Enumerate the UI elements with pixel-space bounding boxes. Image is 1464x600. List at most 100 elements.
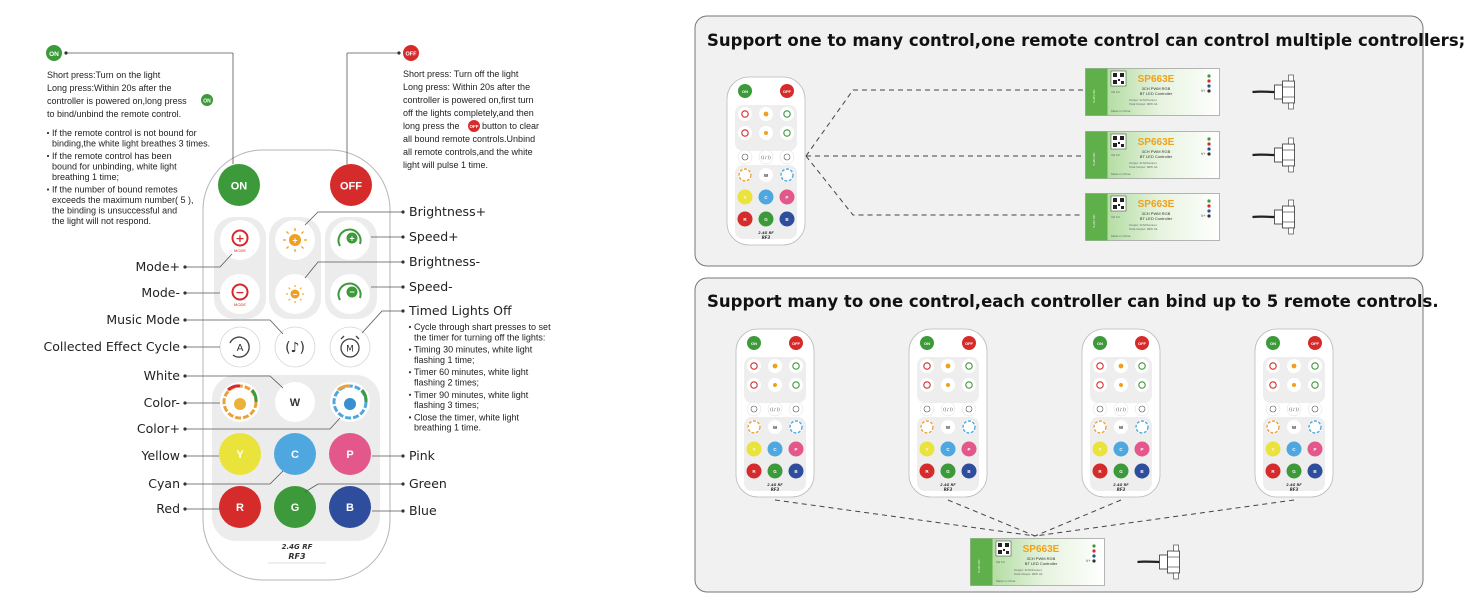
sun-small-core — [290, 289, 300, 299]
off-inline-badge — [468, 120, 480, 132]
sun-minus-glyph: − — [293, 290, 298, 299]
speed-plus-glyph: + — [349, 234, 354, 244]
label-pink: Pink — [409, 448, 436, 463]
link-bottom-4 — [1034, 499, 1295, 537]
mode-minus-button[interactable] — [220, 274, 260, 314]
on-button[interactable] — [218, 164, 260, 206]
speed-plus-core — [346, 232, 358, 244]
off-note-line4: off the lights completely,and then — [403, 108, 534, 118]
yellow-button-label: Y — [236, 449, 244, 461]
on-note-bullet-text: If the remote control is not bound for — [52, 128, 197, 138]
off-note: OFF Short press: Turn off the light Long… — [346, 45, 539, 170]
pink-button[interactable] — [329, 433, 371, 475]
white-button-label: W — [290, 397, 301, 409]
timer-bell-right — [355, 335, 360, 340]
off-button[interactable] — [330, 164, 372, 206]
timer-note-bullet-text: Timer 60 minutes, white light — [414, 367, 529, 377]
timer-note-bullet-text: flashing 2 times; — [414, 378, 479, 388]
on-note-bullet-dot — [46, 131, 50, 135]
off-note-line7: all remote controls,and the white — [403, 147, 533, 157]
bottom-remote-3 — [1081, 328, 1161, 498]
green-button-label: G — [291, 502, 300, 514]
panel-many-to-one: Support many to one control,each control… — [694, 277, 1439, 593]
on-note-bullet-text: the light will not respond. — [52, 216, 151, 226]
on-note-line2: Long press:Within 20s after the — [47, 83, 172, 93]
timed-off-button[interactable] — [329, 326, 371, 368]
main-remote: ON OFF + MODE + + − MODE — [202, 149, 391, 581]
music-note-icon: (♪) — [285, 340, 305, 356]
label-white: White — [144, 368, 181, 383]
label-yellow: Yellow — [141, 448, 180, 463]
off-note-line2: Long press: Within 20s after the — [403, 82, 530, 92]
red-button[interactable] — [219, 486, 261, 528]
on-note-bullet-text: If the remote control has been — [52, 151, 172, 161]
link-top-1 — [805, 89, 1083, 157]
panel-bottom-title: Support many to one control,each control… — [707, 292, 1439, 311]
mode-plus-button[interactable] — [220, 220, 260, 260]
speed-plus-icon — [337, 228, 362, 247]
wheel-right-green — [360, 389, 368, 403]
remote-brand-top: 2.4G RF — [282, 543, 313, 551]
off-note-line1: Short press: Turn off the light — [403, 69, 519, 79]
bottom-controller — [970, 538, 1105, 586]
on-note-bullets: If the remote control is not bound forbi… — [46, 128, 210, 226]
off-note-line8: light will pulse 1 time. — [403, 160, 488, 170]
white-button[interactable] — [275, 382, 315, 422]
yellow-button[interactable] — [219, 433, 261, 475]
label-collected-cycle: Collected Effect Cycle — [44, 339, 181, 354]
wheel-right-orange — [337, 384, 351, 392]
on-note-line3: controller is powered on,long press — [47, 96, 187, 106]
on-note-bullet-dot — [46, 154, 50, 158]
sun-small-icon — [286, 285, 304, 303]
timer-icon — [340, 338, 360, 358]
label-mode-minus: Mode- — [141, 285, 180, 300]
green-button[interactable] — [274, 486, 316, 528]
label-color-minus: Color- — [144, 395, 180, 410]
label-brightness-minus: Brightness- — [409, 254, 480, 269]
timer-note-bullet-dot — [408, 416, 412, 419]
bottom-remote-2 — [908, 328, 988, 498]
music-mode-button[interactable] — [274, 326, 316, 368]
timer-note-bullet-text: the timer for turning off the lights: — [414, 332, 545, 342]
cyan-button[interactable] — [274, 433, 316, 475]
mode-plus-sub: MODE — [234, 248, 246, 253]
off-button-label: OFF — [340, 181, 362, 193]
leader-green — [304, 483, 403, 493]
leader-mode-plus — [185, 253, 233, 268]
mode-plus-icon — [231, 229, 249, 247]
timer-glyph: M — [346, 345, 354, 355]
blue-button[interactable] — [329, 486, 371, 528]
leader-brightness-minus — [304, 261, 403, 279]
panel-top-title: Support one to many control,one remote c… — [707, 31, 1464, 50]
link-top-3 — [805, 155, 1083, 216]
on-note-bullet-text: exceeds the maximum number( 5 ), — [52, 195, 194, 205]
sun-plus-glyph: + — [292, 236, 297, 246]
leader-color-plus — [185, 417, 341, 430]
off-note-line3: controller is powered on,first turn — [403, 95, 534, 105]
on-note-bullet-text: If the number of bound remotes — [52, 185, 178, 195]
label-speed-plus: Speed+ — [409, 229, 459, 244]
leader-cyan — [185, 470, 284, 485]
mode-minus-glyph: − — [235, 286, 244, 299]
top-remote — [726, 76, 806, 246]
off-note-badge-label: OFF — [406, 52, 418, 58]
right-labels: Brightness+ Speed+ Brightness- Speed- Ti… — [304, 204, 551, 518]
speed-minus-glyph: − — [349, 287, 354, 297]
sun-large-icon — [283, 228, 307, 252]
panel-bottom-bg — [694, 277, 1424, 593]
sun-large-core — [289, 234, 301, 246]
wheel-left-green — [250, 389, 258, 403]
on-inline-badge-label: ON — [203, 99, 211, 105]
off-note-line5b: button to clear — [482, 121, 539, 131]
speed-minus-icon — [337, 282, 362, 301]
off-note-line5a: long press the — [403, 121, 460, 131]
on-inline-badge — [201, 94, 213, 106]
on-note-bullet-text: the binding is unsuccessful and — [52, 206, 177, 216]
panel-top-bg — [694, 15, 1424, 267]
mode-minus-sub: MODE — [234, 302, 246, 307]
label-color-plus: Color+ — [137, 421, 180, 436]
label-cyan: Cyan — [148, 476, 180, 491]
label-blue: Blue — [409, 503, 437, 518]
leader-music-mode — [185, 319, 284, 335]
